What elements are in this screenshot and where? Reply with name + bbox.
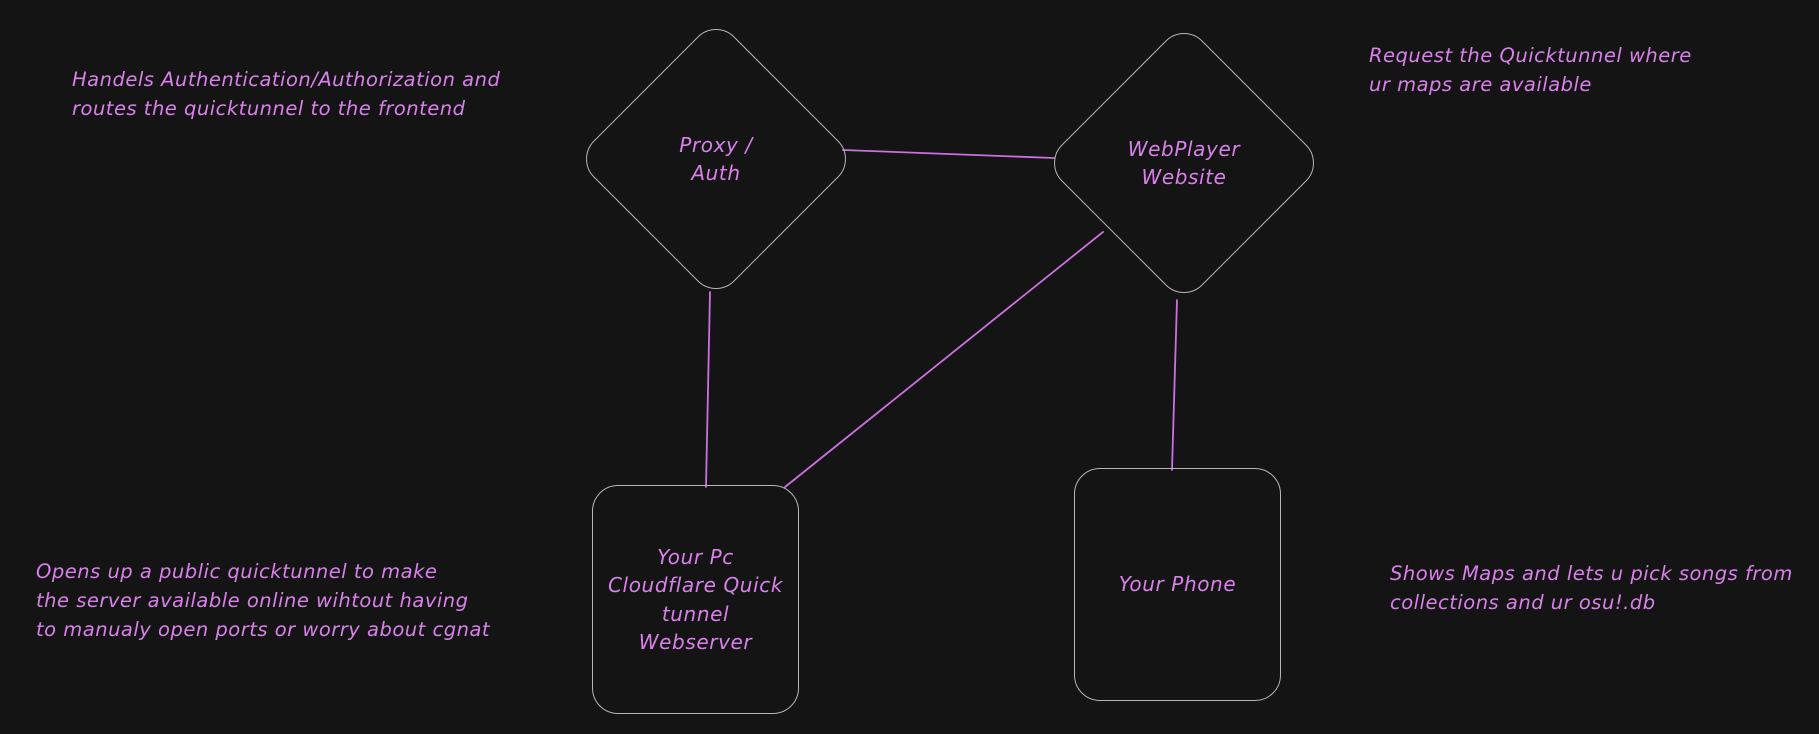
node-webplayer-website[interactable]: WebPlayer Website	[1043, 22, 1325, 304]
edge-proxy-to-webplayer	[842, 149, 1055, 159]
rounded-rect-outline	[592, 485, 799, 714]
rounded-rect-outline	[1074, 468, 1281, 701]
edge-proxy-to-pc	[705, 291, 711, 488]
annotation-proxy-note: Handels Authentication/Authorization and…	[72, 68, 501, 120]
node-your-pc[interactable]: Your Pc Cloudflare Quick tunnel Webserve…	[592, 485, 799, 714]
node-your-pc-label: Your Pc Cloudflare Quick tunnel Webserve…	[607, 544, 784, 654]
node-webplayer-website-label: WebPlayer Website	[1127, 136, 1241, 189]
node-proxy-auth-label: Proxy / Auth	[679, 132, 753, 185]
annotation-phone-note: Shows Maps and lets u pick songs from co…	[1390, 562, 1793, 614]
node-your-phone[interactable]: Your Phone	[1074, 468, 1281, 701]
annotation-pc-note: Opens up a public quicktunnel to make th…	[36, 560, 491, 641]
node-proxy-auth[interactable]: Proxy / Auth	[575, 18, 857, 300]
annotation-webplayer-note: Request the Quicktunnel where ur maps ar…	[1369, 44, 1692, 96]
edge-webplayer-to-phone	[1171, 299, 1178, 471]
node-your-phone-label: Your Phone	[1118, 572, 1237, 597]
